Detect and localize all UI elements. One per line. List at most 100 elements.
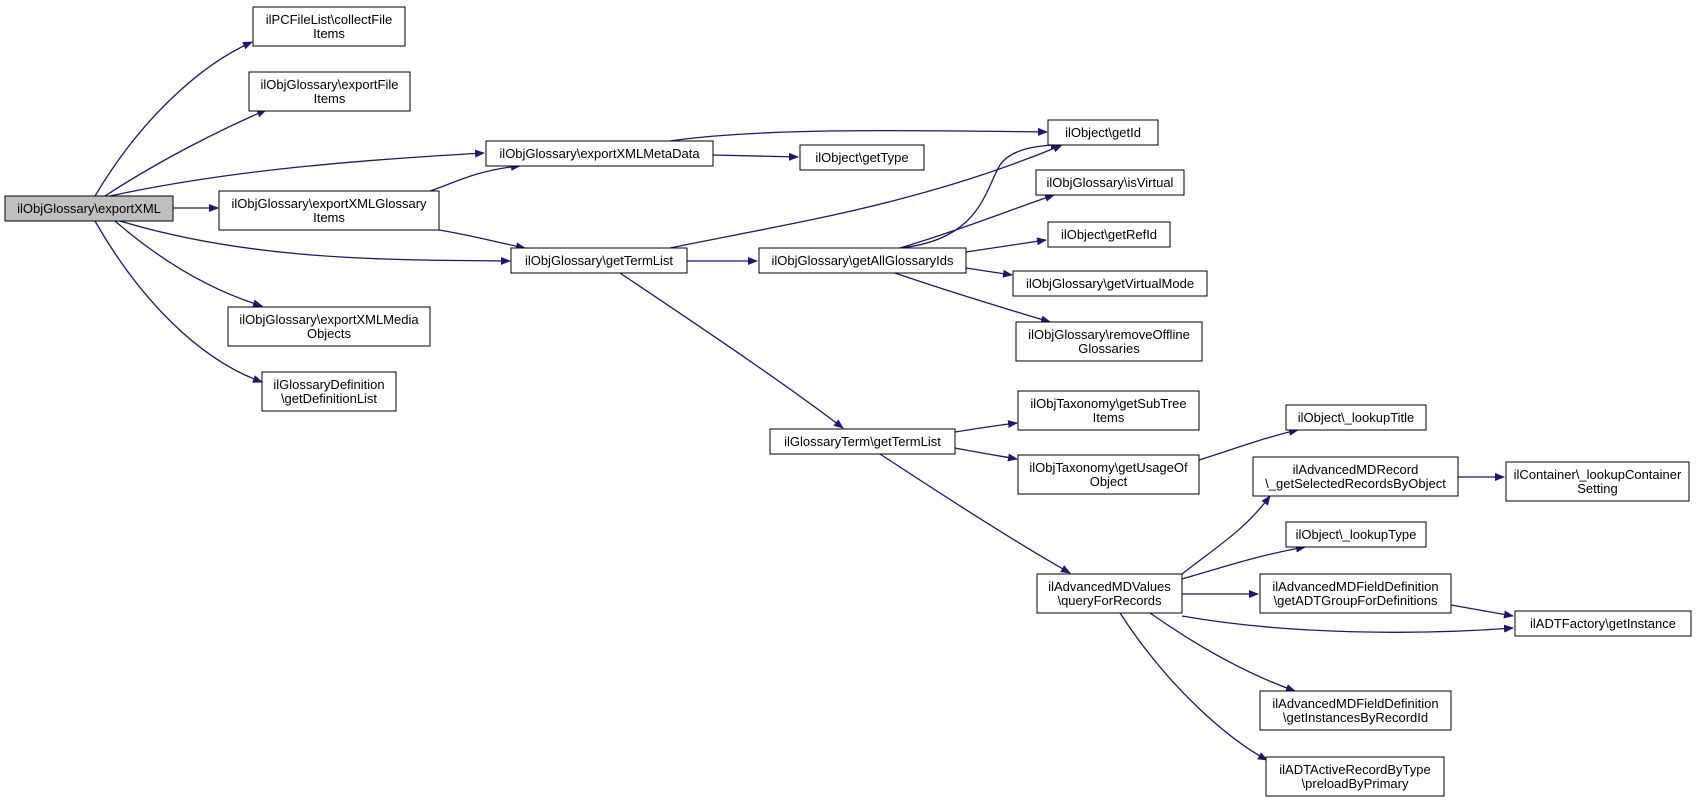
- edge-arrow: [894, 272, 1051, 324]
- node-label: ilObjGlossary\getTermList: [525, 253, 673, 268]
- node-label: ilObjGlossary\isVirtual: [1047, 175, 1174, 190]
- graph-node-termGetTermList[interactable]: ilGlossaryTerm\getTermList: [769, 428, 956, 455]
- node-label: ilAdvancedMDFieldDefinition: [1272, 696, 1438, 711]
- node-label: ilObjGlossary\exportFile: [261, 77, 399, 92]
- graph-node-adtGroup[interactable]: ilAdvancedMDFieldDefinition\getADTGroupF…: [1259, 573, 1452, 614]
- graph-node-getVirtualMode[interactable]: ilObjGlossary\getVirtualMode: [1012, 270, 1208, 297]
- graph-node-getRefId[interactable]: ilObject\getRefId: [1047, 221, 1171, 248]
- node-box: [227, 306, 431, 347]
- node-label: ilAdvancedMDFieldDefinition: [1272, 579, 1438, 594]
- edge-arrow: [669, 127, 1048, 142]
- node-label: ilObject\getId: [1065, 125, 1141, 140]
- graph-node-getAllIds[interactable]: ilObjGlossary\getAllGlossaryIds: [758, 247, 967, 274]
- node-box: [1015, 321, 1203, 362]
- graph-node-getType[interactable]: ilObject\getType: [799, 144, 925, 171]
- graph-node-isVirtual[interactable]: ilObjGlossary\isVirtual: [1035, 169, 1185, 196]
- node-box: [510, 247, 688, 274]
- edge-arrow: [1181, 495, 1271, 575]
- graph-node-preload[interactable]: ilADTActiveRecordByType\preloadByPrimary: [1265, 756, 1445, 797]
- call-edge: [119, 220, 511, 265]
- node-label: ilObjGlossary\exportXMLGlossary: [231, 196, 427, 211]
- graph-node-expMeta[interactable]: ilObjGlossary\exportXMLMetaData: [485, 140, 714, 167]
- call-edge: [94, 41, 253, 197]
- graph-node-mdRecord[interactable]: ilAdvancedMDRecord\_getSelectedRecordsBy…: [1252, 456, 1459, 497]
- node-label: Items: [1093, 410, 1125, 425]
- node-box: [248, 71, 411, 112]
- graph-node-defList[interactable]: ilGlossaryDefinition\getDefinitionList: [261, 371, 397, 412]
- node-label: ilObject\_lookupType: [1296, 527, 1417, 542]
- node-label: ilPCFileList\collectFile: [266, 12, 392, 27]
- graph-node-instancesByRecord[interactable]: ilAdvancedMDFieldDefinition\getInstances…: [1259, 690, 1452, 731]
- call-edge: [965, 267, 1013, 278]
- edge-arrow: [899, 194, 1055, 249]
- node-label: \_getSelectedRecordsByObject: [1265, 476, 1446, 491]
- node-label: ilObjGlossary\exportXML: [17, 201, 161, 216]
- graph-node-lookupType[interactable]: ilObject\_lookupType: [1285, 521, 1427, 548]
- edge-arrow: [954, 447, 1018, 462]
- edge-arrow: [109, 149, 485, 197]
- call-edge: [438, 229, 526, 251]
- node-label: ilObject\getType: [815, 150, 908, 165]
- node-box: [261, 371, 397, 412]
- call-edge: [965, 237, 1047, 253]
- node-label: \queryForRecords: [1057, 593, 1162, 608]
- edge-arrow: [429, 162, 521, 192]
- call-edge: [1198, 427, 1299, 461]
- node-box: [799, 144, 925, 171]
- node-label: ilObject\_lookupTitle: [1298, 410, 1415, 425]
- graph-node-getId[interactable]: ilObject\getId: [1047, 119, 1159, 146]
- edge-arrow: [965, 237, 1047, 253]
- node-label: ilADTActiveRecordByType: [1279, 762, 1430, 777]
- edge-arrow: [954, 420, 1018, 433]
- graph-node-adtFactory[interactable]: ilADTFactory\getInstance: [1514, 610, 1692, 637]
- node-label: ilObjGlossary\getAllGlossaryIds: [771, 253, 954, 268]
- node-label: ilObjGlossary\removeOffline: [1028, 327, 1190, 342]
- edge-arrow: [1119, 612, 1268, 761]
- edge-arrow: [1181, 544, 1306, 580]
- call-edge: [899, 194, 1055, 249]
- edge-arrow: [104, 109, 267, 197]
- call-edge: [954, 420, 1018, 433]
- node-label: ilContainer\_lookupContainer: [1514, 467, 1682, 482]
- node-label: \getInstancesByRecordId: [1283, 710, 1428, 725]
- node-label: Glossaries: [1078, 341, 1140, 356]
- node-label: ilObjGlossary\exportXMLMetaData: [499, 146, 700, 161]
- graph-node-root[interactable]: ilObjGlossary\exportXML: [4, 195, 174, 222]
- node-box: [1505, 461, 1690, 502]
- edge-arrow: [94, 220, 263, 383]
- call-edge: [669, 127, 1048, 142]
- node-box: [758, 247, 967, 274]
- node-box: [1017, 390, 1200, 431]
- edge-arrow: [1149, 612, 1296, 692]
- edge-arrow: [1450, 604, 1514, 619]
- graph-node-lookupTitle[interactable]: ilObject\_lookupTitle: [1285, 404, 1427, 431]
- node-label: Items: [314, 91, 346, 106]
- node-label: ilADTFactory\getInstance: [1530, 616, 1676, 631]
- call-edge: [104, 109, 267, 197]
- node-label: \getADTGroupForDefinitions: [1273, 593, 1438, 608]
- call-edge: [619, 272, 844, 429]
- node-box: [1252, 456, 1459, 497]
- node-box: [218, 190, 440, 231]
- node-label: ilObject\getRefId: [1061, 227, 1157, 242]
- node-label: Items: [313, 210, 345, 225]
- node-box: [1012, 270, 1208, 297]
- node-label: Items: [313, 26, 345, 41]
- edge-arrow: [1198, 427, 1299, 461]
- edge-arrow: [438, 229, 526, 251]
- graph-node-queryRecords[interactable]: ilAdvancedMDValues\queryForRecords: [1036, 573, 1183, 614]
- edge-arrow: [712, 152, 799, 161]
- call-edge: [1181, 615, 1514, 633]
- node-label: ilGlossaryDefinition: [273, 377, 384, 392]
- graph-node-getTermList[interactable]: ilObjGlossary\getTermList: [510, 247, 688, 274]
- call-edge: [94, 220, 263, 383]
